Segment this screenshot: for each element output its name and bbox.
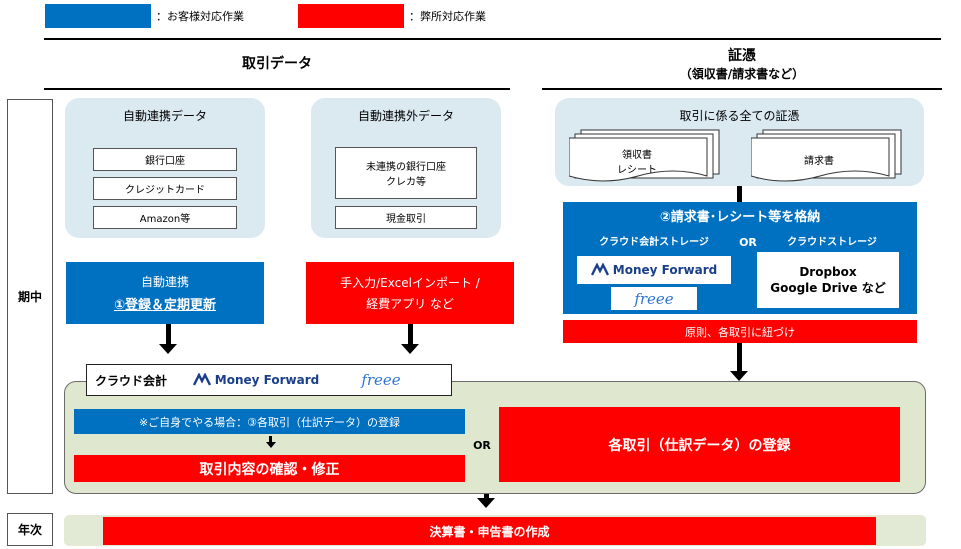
top-rule bbox=[44, 38, 941, 40]
invoice-doc-label: 請求書 bbox=[804, 156, 834, 167]
receipt-line2: レシート bbox=[617, 165, 657, 176]
legend-customer-label: ：お客様対応作業 bbox=[156, 10, 244, 23]
arrow-yearend-head bbox=[477, 498, 495, 508]
cloud-freee-text: freee bbox=[361, 371, 401, 389]
receipt-doc-icon bbox=[569, 129, 720, 182]
arrow-yearend-stem bbox=[484, 494, 489, 498]
auto-data-item-credit: クレジットカード bbox=[93, 177, 237, 200]
cloud-mf-text: Money Forward bbox=[214, 373, 320, 387]
auto-data-item-bank: 銀行口座 bbox=[93, 148, 237, 171]
storage-box: ②請求書･レシート等を格納 クラウド会計ストレージ OR クラウドストレージ M… bbox=[563, 202, 917, 314]
arrow-auto-head bbox=[159, 344, 177, 354]
arrow-manual-stem bbox=[408, 324, 413, 344]
storage-drive-label: クラウドストレージ bbox=[787, 236, 877, 248]
storage-title: ②請求書･レシート等を格納 bbox=[659, 209, 821, 225]
auto-data-item-amazon: Amazon等 bbox=[93, 206, 237, 229]
tie-box: 原則、各取引に紐づけ bbox=[563, 320, 917, 343]
non-auto-data-item-unlinked: 未連携の銀行口座 クレカ等 bbox=[335, 147, 477, 199]
cloud-accounting-label: クラウド会計 bbox=[95, 373, 168, 388]
period-yearend-label: 年次 bbox=[17, 523, 42, 537]
storage-or: OR bbox=[739, 235, 757, 249]
legend-office-label: ：弊所対応作業 bbox=[409, 10, 486, 23]
drive-line2: Google Drive など bbox=[770, 280, 886, 295]
receipt-doc-label: 領収書 レシート bbox=[583, 146, 691, 176]
register-box: 各取引（仕訳データ）の登録 bbox=[499, 407, 900, 482]
non-auto-item1-line1: 未連携の銀行口座 bbox=[366, 162, 446, 173]
non-auto-data-panel: 自動連携外データ 未連携の銀行口座 クレカ等 現金取引 bbox=[311, 98, 501, 238]
self-entry-box: ※ご自身でやる場合：③各取引（仕訳データ）の登録 bbox=[74, 409, 465, 434]
moneyforward-icon bbox=[590, 263, 609, 276]
storage-moneyforward-logo: Money Forward bbox=[577, 256, 731, 284]
evidence-panel-title: 取引に係る全ての証憑 bbox=[679, 108, 800, 123]
arrow-tie-stem bbox=[737, 343, 742, 371]
arrow-self-head bbox=[266, 442, 276, 448]
arrow-auto-stem bbox=[166, 324, 171, 344]
transactions-header: 取引データ bbox=[242, 56, 312, 72]
transactions-rule bbox=[44, 88, 510, 90]
drive-line1: Dropbox bbox=[799, 264, 857, 279]
cloud-moneyforward-icon bbox=[192, 373, 211, 386]
manual-entry-box: 手入力/Excelインポート / 経費アプリ など bbox=[306, 262, 514, 324]
auto-link-line2: ①登録＆定期更新 bbox=[113, 298, 216, 313]
arrow-tie-head bbox=[730, 371, 748, 381]
confirm-box: 取引内容の確認・修正 bbox=[74, 455, 465, 482]
evidence-header-title: 証憑 bbox=[728, 48, 756, 64]
non-auto-item1-line2: クレカ等 bbox=[386, 177, 426, 188]
auto-data-title: 自動連携データ bbox=[122, 108, 207, 123]
auto-link-line1: 自動連携 bbox=[140, 275, 189, 289]
evidence-rule bbox=[542, 88, 942, 90]
auto-link-box: 自動連携 ①登録＆定期更新 bbox=[66, 262, 264, 324]
cloud-accounting-header: クラウド会計 Money Forward freee bbox=[86, 364, 452, 396]
auto-data-panel: 自動連携データ 銀行口座 クレジットカード Amazon等 bbox=[65, 98, 265, 238]
cloud-mf-logo: Money Forward bbox=[181, 368, 331, 392]
period-midterm-label: 期中 bbox=[17, 290, 42, 304]
arrow-storage-stem bbox=[737, 186, 742, 202]
legend-office-swatch bbox=[298, 4, 404, 28]
evidence-header-sub: （領収書/請求書など） bbox=[679, 66, 805, 81]
evidence-panel: 取引に係る全ての証憑 領収書 レシート 請求書 bbox=[555, 98, 924, 186]
period-midterm: 期中 bbox=[7, 99, 53, 494]
invoice-doc-icon bbox=[751, 129, 902, 182]
manual-line1: 手入力/Excelインポート / bbox=[340, 276, 480, 290]
receipt-line1: 領収書 bbox=[622, 150, 652, 161]
period-yearend: 年次 bbox=[7, 513, 53, 546]
non-auto-data-title: 自動連携外データ bbox=[357, 108, 454, 123]
storage-freee-logo: freee bbox=[611, 287, 697, 310]
arrow-self-stem bbox=[269, 436, 272, 442]
arrow-manual-head bbox=[401, 344, 419, 354]
storage-freee-text: freee bbox=[634, 289, 674, 308]
storage-drive-box: Dropbox Google Drive など bbox=[757, 252, 899, 308]
cloud-freee-logo: freee bbox=[331, 368, 431, 392]
storage-mf-text: Money Forward bbox=[612, 263, 718, 277]
non-auto-data-item-cash: 現金取引 bbox=[335, 206, 477, 229]
cloud-or: OR bbox=[473, 438, 491, 452]
legend-customer-swatch bbox=[45, 4, 151, 28]
yearend-task-box: 決算書・申告書の作成 bbox=[103, 517, 876, 545]
storage-cloud-label: クラウド会計ストレージ bbox=[599, 236, 709, 248]
manual-line2: 経費アプリ など bbox=[366, 297, 454, 311]
